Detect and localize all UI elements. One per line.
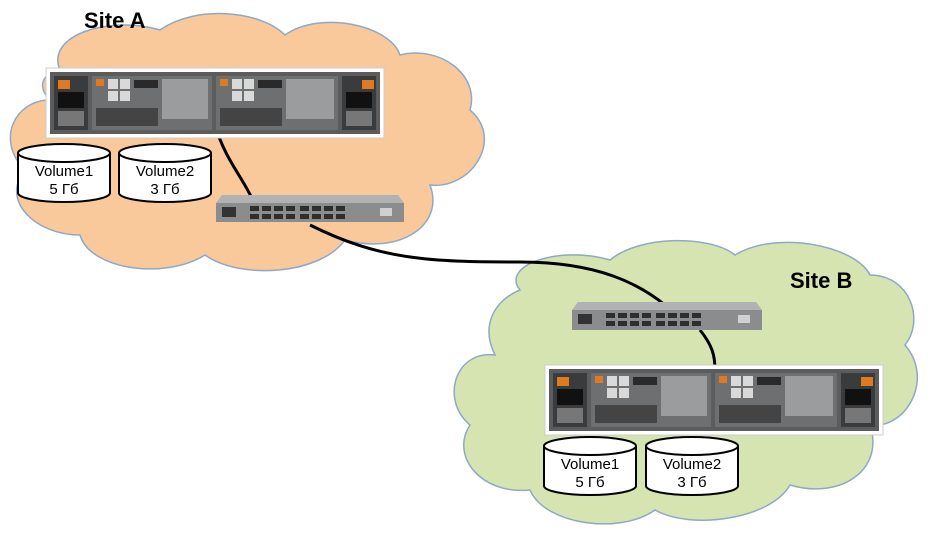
volume-disk-site-a-2: Volume2 3 Гб <box>118 143 212 203</box>
volume-size: 3 Гб <box>677 474 706 491</box>
storage-array-site-a <box>45 67 385 139</box>
storage-array-site-b <box>544 364 884 436</box>
volume-name: Volume2 <box>663 456 721 473</box>
site-b-label: Site B <box>790 268 853 293</box>
volume-name: Volume1 <box>35 163 93 180</box>
fc-switch-site-a <box>216 195 404 222</box>
cloud-site-a <box>9 12 486 272</box>
volume-size: 5 Гб <box>49 181 78 198</box>
fc-switch-site-b <box>572 302 762 330</box>
volume-name: Volume1 <box>561 456 619 473</box>
volume-name: Volume2 <box>136 163 194 180</box>
site-a-label: Site A <box>84 8 146 33</box>
volume-disk-site-b-1: Volume1 5 Гб <box>543 436 637 496</box>
volume-size: 5 Гб <box>575 474 604 491</box>
cable-inter-site <box>309 223 666 307</box>
volume-disk-site-b-2: Volume2 3 Гб <box>645 436 739 496</box>
volume-size: 3 Гб <box>150 181 179 198</box>
volume-disk-site-a-1: Volume1 5 Гб <box>17 143 111 203</box>
